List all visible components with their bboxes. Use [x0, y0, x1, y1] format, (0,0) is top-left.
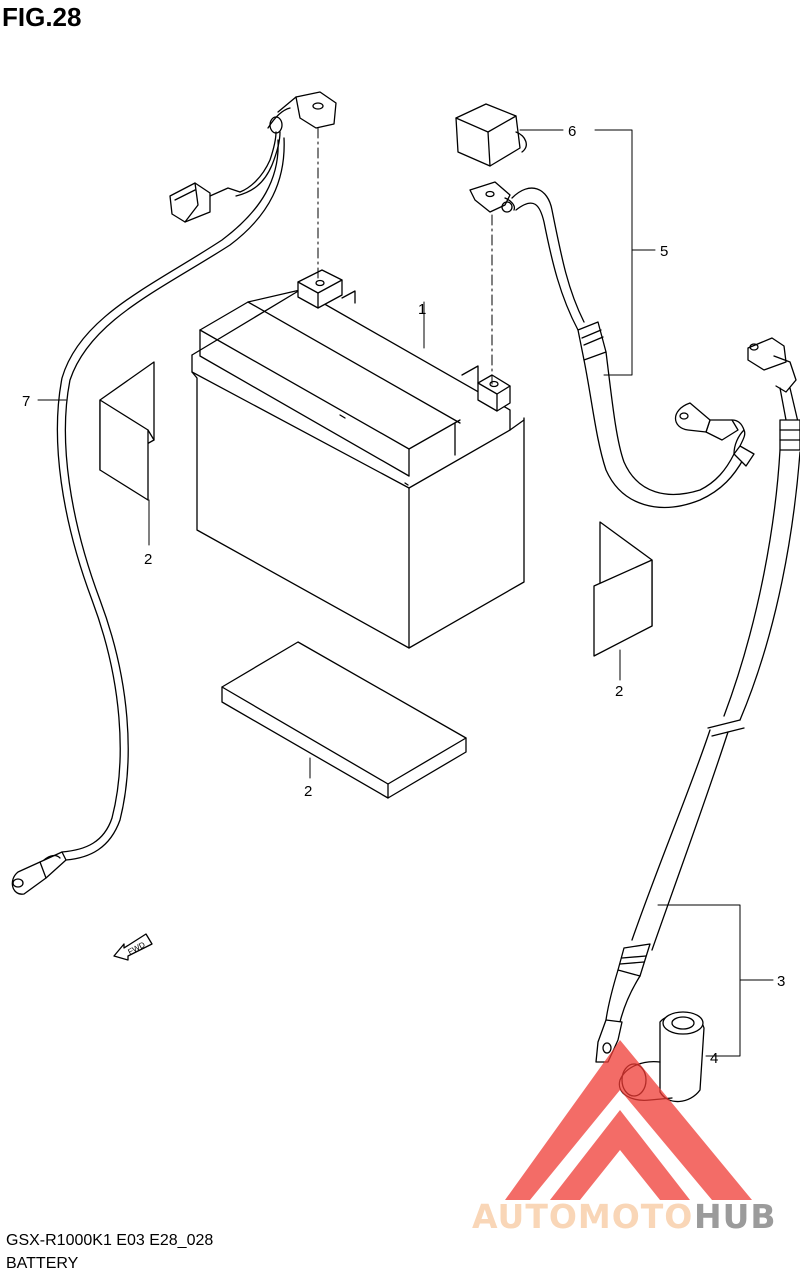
- lead-wire-positive: [469, 181, 755, 508]
- callout-7: 7: [22, 393, 30, 410]
- lead-wire-ground: [11, 91, 337, 895]
- battery-pad-right: [593, 521, 653, 657]
- model-code: GSX-R1000K1 E03 E28_028: [6, 1232, 214, 1249]
- watermark-triangle-icon: [505, 1040, 752, 1200]
- section-name: BATTERY: [6, 1255, 79, 1272]
- lead-wire-negative: [595, 337, 800, 1063]
- battery: [191, 269, 525, 649]
- callout-4: 4: [710, 1050, 718, 1067]
- callout-1: 1: [418, 301, 426, 318]
- callout-5: 5: [660, 243, 668, 260]
- figure-title: FIG.28: [2, 2, 82, 32]
- callout-2-right: 2: [615, 683, 623, 700]
- battery-pad-left: [99, 361, 155, 501]
- watermark-text-1: AUTOMOTO: [472, 1197, 693, 1236]
- callout-2-left: 2: [144, 551, 152, 568]
- callout-3: 3: [777, 973, 785, 990]
- terminal-cap: [455, 103, 527, 167]
- battery-pad-bottom: [221, 641, 467, 799]
- watermark-text-2: HUB: [694, 1197, 777, 1236]
- callout-6: 6: [568, 123, 576, 140]
- watermark-logo: AUTOMOTO HUB: [472, 1040, 777, 1236]
- fwd-arrow-icon: [113, 933, 153, 961]
- callout-2-bottom: 2: [304, 783, 312, 800]
